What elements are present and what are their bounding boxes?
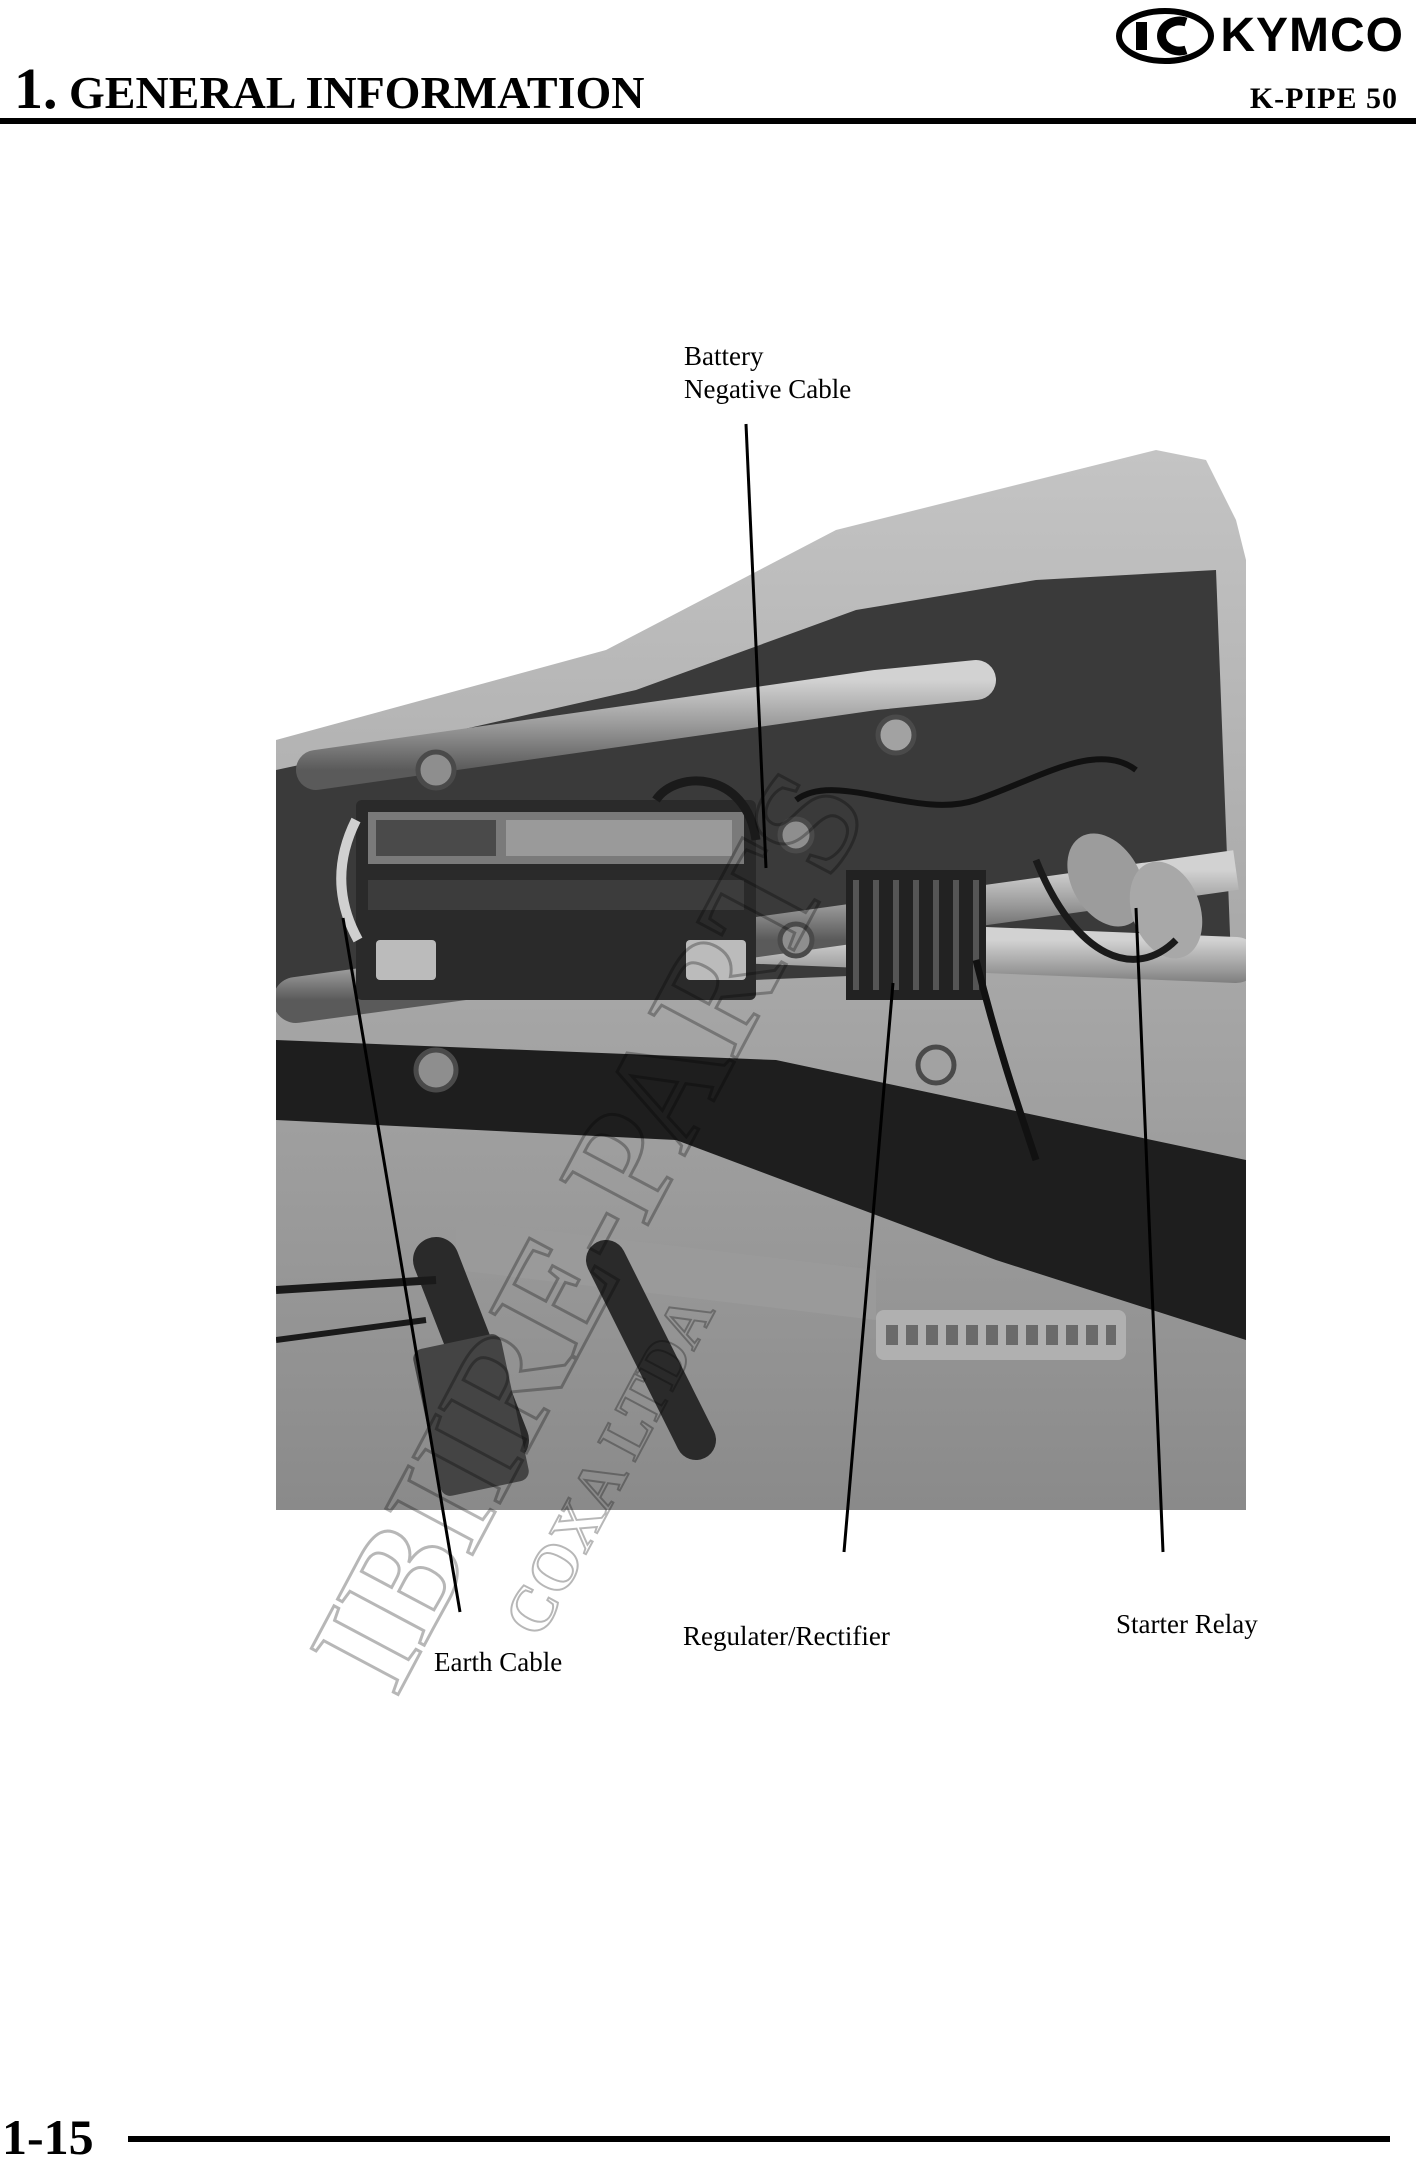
battery-compartment-photo xyxy=(276,450,1246,1510)
brand-logo: KYMCO xyxy=(1116,8,1404,64)
page-number: 1-15 xyxy=(2,2109,94,2165)
model-name: K-PIPE 50 xyxy=(1249,82,1398,115)
section-number: 1. xyxy=(14,56,58,121)
footer-rule xyxy=(128,2136,1390,2142)
kymco-k-icon xyxy=(1116,8,1215,64)
header-rule xyxy=(0,118,1416,124)
callout-regulator-rectifier: Regulater/Rectifier xyxy=(683,1621,890,1651)
callout-battery-line-2: Negative Cable xyxy=(684,374,852,404)
callout-starter-relay: Starter Relay xyxy=(1116,1609,1258,1639)
callout-battery-negative-cable: Battery Negative Cable xyxy=(684,340,851,406)
callout-earth-cable: Earth Cable xyxy=(434,1647,563,1677)
callout-battery-line-1: Battery xyxy=(684,341,764,371)
section-title-text: GENERAL INFORMATION xyxy=(69,67,645,118)
page-title: 1. GENERAL INFORMATION xyxy=(14,60,644,118)
brand-name: KYMCO xyxy=(1220,9,1404,62)
